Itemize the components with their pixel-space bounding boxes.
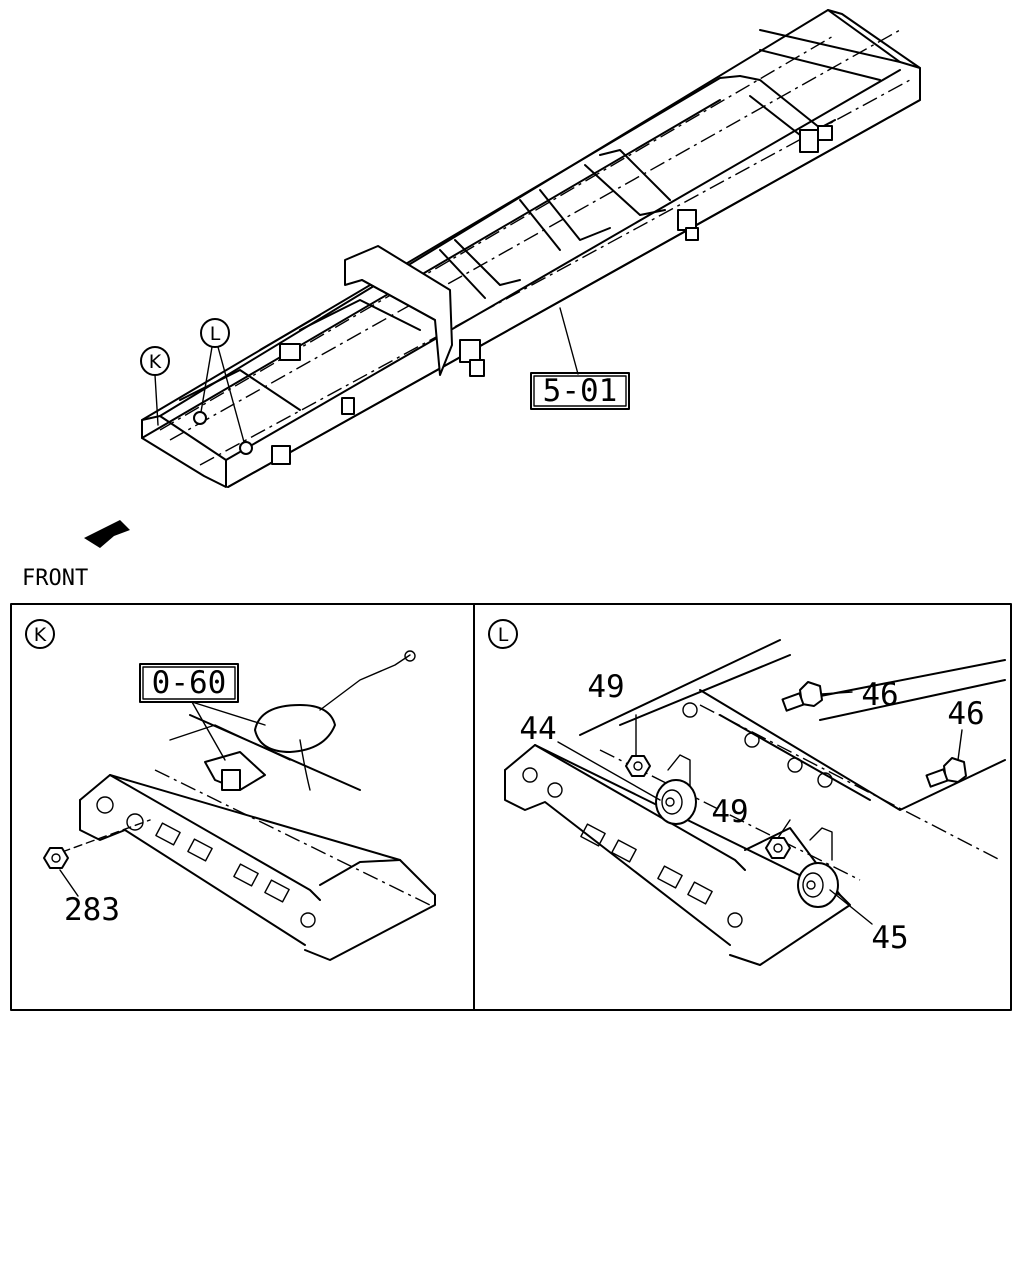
callout-k: K <box>140 346 170 426</box>
frame-reference: 5-01 <box>530 307 630 410</box>
ref-0-60-label: 0-60 <box>152 665 227 701</box>
chassis-frame-drawing <box>141 9 921 488</box>
horn-44-label: 44 <box>519 711 556 747</box>
horn-44-icon <box>655 754 697 825</box>
bolt-46-upper-label: 46 <box>861 677 898 713</box>
detail-k-title: K <box>34 624 47 646</box>
callout-k-letter: K <box>149 351 162 373</box>
detail-l-panel: L <box>488 619 1006 966</box>
bolt-46-right-icon <box>925 757 967 788</box>
horn-45-label: 45 <box>871 920 908 956</box>
nut-49-lower-icon <box>765 837 791 859</box>
callout-l-letter: L <box>210 323 221 345</box>
bolt-46-right-label: 46 <box>947 696 984 732</box>
bolt-46-upper-icon <box>781 681 823 712</box>
detail-panels-frame <box>10 603 1012 1011</box>
front-label: FRONT <box>22 566 88 591</box>
front-arrow-icon <box>84 520 130 548</box>
horn-45-icon <box>797 827 839 908</box>
nut-49-lower-label: 49 <box>711 794 748 830</box>
nut-49-upper-label: 49 <box>587 669 624 705</box>
nut-49-upper-icon <box>625 755 651 777</box>
callout-l: L <box>200 318 245 443</box>
detail-k-panel: K 283 0-60 <box>25 619 436 961</box>
detail-l-title: L <box>498 624 509 646</box>
frame-ref-label: 5-01 <box>543 373 618 409</box>
nut-283-label: 283 <box>64 892 120 928</box>
